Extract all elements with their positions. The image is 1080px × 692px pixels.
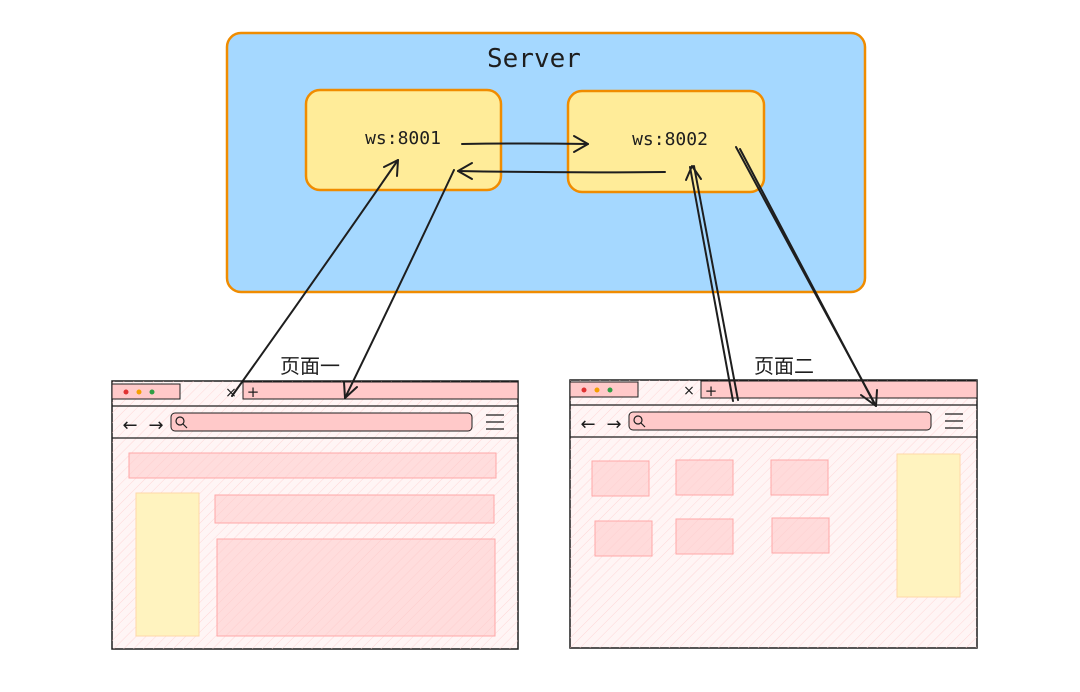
content-main-block (216, 538, 496, 637)
tab-active[interactable] (569, 381, 639, 398)
node-ws8001: ws:8001 (304, 88, 503, 192)
content-sidebar-block (135, 492, 200, 637)
tab-bar: × + (111, 381, 519, 401)
browser-page1: × + ← → (111, 380, 519, 650)
new-tab-icon[interactable]: + (247, 383, 260, 401)
window-close-dot[interactable] (581, 387, 587, 393)
arrow-8001-to-page1 (343, 169, 455, 399)
page1-title: 页面一 (280, 354, 340, 378)
connection-arrows (231, 135, 878, 407)
arrow-page1-to-8001 (231, 159, 399, 397)
content-tile (591, 460, 650, 497)
nav-bar: ← → (122, 412, 504, 436)
back-arrow-icon[interactable]: ← (122, 415, 137, 436)
server-title: Server (487, 44, 581, 74)
window-minimize-dot[interactable] (594, 387, 600, 393)
forward-arrow-icon[interactable]: → (148, 415, 163, 436)
content-tile (594, 520, 653, 557)
node-label-ws8001: ws:8001 (365, 128, 441, 149)
node-label-ws8002: ws:8002 (632, 129, 708, 150)
content-banner-block (214, 494, 495, 524)
address-bar[interactable] (628, 411, 932, 431)
window-maximize-dot[interactable] (149, 389, 155, 395)
arrow-8002-to-page2 (735, 146, 878, 407)
window-close-dot[interactable] (123, 389, 129, 395)
arrow-page2-to-8002 (685, 165, 739, 402)
content-tile (675, 518, 734, 555)
arrow-8001-to-8002 (461, 135, 589, 153)
new-tab-icon[interactable]: + (705, 382, 718, 400)
tab-bar: × + (569, 380, 978, 400)
menu-icon[interactable] (945, 413, 963, 429)
close-tab-icon[interactable]: × (683, 383, 695, 399)
browser-page2: × + ← → (569, 379, 978, 649)
address-bar[interactable] (170, 412, 473, 432)
menu-icon[interactable] (486, 414, 504, 430)
content-sidebar-block (896, 453, 961, 598)
content-tile (675, 459, 734, 496)
content-tile (771, 517, 830, 554)
close-tab-icon[interactable]: × (225, 385, 237, 401)
tab-new[interactable] (242, 381, 519, 400)
content-tile (770, 459, 829, 496)
tab-active[interactable] (111, 383, 181, 400)
nav-bar: ← → (580, 411, 963, 435)
search-icon (633, 415, 646, 428)
page2-title: 页面二 (754, 354, 814, 378)
forward-arrow-icon[interactable]: → (606, 414, 621, 435)
search-icon (175, 416, 188, 429)
arrow-8002-to-8001 (457, 162, 666, 180)
tab-new[interactable] (700, 380, 978, 399)
node-ws8002: ws:8002 (566, 89, 766, 194)
back-arrow-icon[interactable]: ← (580, 414, 595, 435)
window-maximize-dot[interactable] (607, 387, 613, 393)
content-header-block (128, 452, 497, 479)
window-minimize-dot[interactable] (136, 389, 142, 395)
